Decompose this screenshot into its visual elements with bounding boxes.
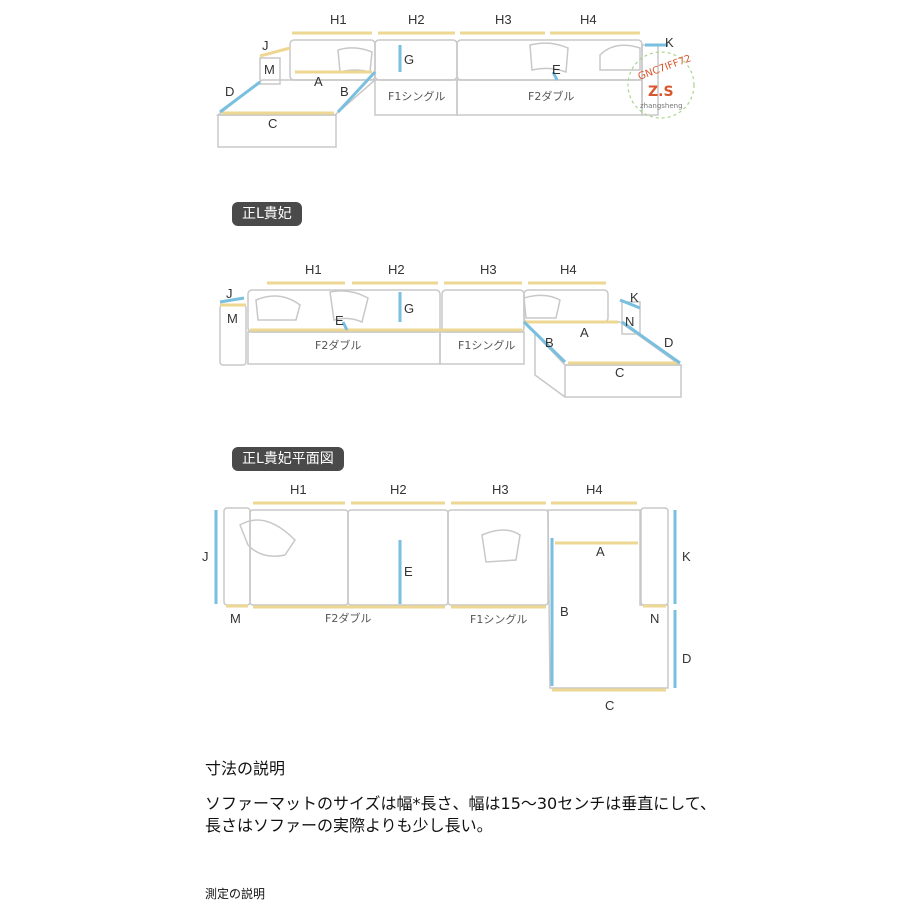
diagram-plan-view xyxy=(223,507,669,689)
label-f2: F2ダブル xyxy=(315,338,361,352)
watermark-brand: zhangsheng xyxy=(640,102,683,110)
label-e: E xyxy=(335,313,344,328)
label-e: E xyxy=(404,564,413,579)
label-k: K xyxy=(665,35,674,50)
label-m: M xyxy=(227,311,238,326)
label-a: A xyxy=(596,544,605,559)
label-n: N xyxy=(625,314,634,329)
label-d: D xyxy=(664,335,673,350)
label-h3: H3 xyxy=(492,482,509,497)
label-c: C xyxy=(268,116,277,131)
label-h1: H1 xyxy=(290,482,307,497)
label-h4: H4 xyxy=(586,482,603,497)
label-b: B xyxy=(545,335,554,350)
label-h2: H2 xyxy=(408,12,425,27)
diagram-plan-view-measures xyxy=(214,501,677,692)
diagram-reverse-l-measures xyxy=(219,31,668,115)
label-h2: H2 xyxy=(388,262,405,277)
label-f2: F2ダブル xyxy=(528,89,574,103)
label-a: A xyxy=(314,74,323,89)
label-b: B xyxy=(560,604,569,619)
label-n: N xyxy=(650,611,659,626)
diagram-l-chaise-measures xyxy=(219,281,681,365)
label-j: J xyxy=(202,549,209,564)
label-d: D xyxy=(682,651,691,666)
section-title-l-chaise-plan: 正L貴妃平面図 xyxy=(232,447,344,471)
label-f2: F2ダブル xyxy=(325,611,371,625)
label-f1: F1シングル xyxy=(388,89,445,103)
label-h1: H1 xyxy=(330,12,347,27)
label-h1: H1 xyxy=(305,262,322,277)
label-j: J xyxy=(262,38,269,53)
label-k: K xyxy=(630,290,639,305)
watermark-logo-text: Z.S xyxy=(648,84,674,100)
label-e: E xyxy=(552,62,561,77)
label-c: C xyxy=(615,365,624,380)
label-h4: H4 xyxy=(560,262,577,277)
label-f1: F1シングル xyxy=(470,612,527,626)
label-h3: H3 xyxy=(480,262,497,277)
label-c: C xyxy=(605,698,614,713)
diagram-l-chaise-labels: H1 H2 H3 H4 J M G E K N A B D C F2ダブル F1… xyxy=(226,262,673,380)
diagram-l-chaise xyxy=(219,289,683,398)
label-g: G xyxy=(404,301,414,316)
label-a: A xyxy=(580,325,589,340)
measurement-explanation-heading: 測定の説明 xyxy=(205,887,266,901)
label-k: K xyxy=(682,549,691,564)
label-d: D xyxy=(225,84,234,99)
label-m: M xyxy=(264,62,275,77)
label-h2: H2 xyxy=(390,482,407,497)
watermark-text: GNC7IFF72 xyxy=(637,53,693,82)
label-m: M xyxy=(230,611,241,626)
label-j: J xyxy=(226,286,233,301)
label-f1: F1シングル xyxy=(458,338,515,352)
label-g: G xyxy=(404,52,414,67)
dimension-explanation-heading: 寸法の説明 xyxy=(205,759,286,778)
diagram-reverse-l-labels: H1 H2 H3 H4 J M A B D C G E K F1シングル F2ダ… xyxy=(225,12,674,131)
label-b: B xyxy=(340,84,349,99)
section-title-l-chaise: 正L貴妃 xyxy=(232,202,302,226)
diagram-plan-view-labels: H1 H2 H3 H4 J E A K M N B D C F2ダブル F1シン… xyxy=(202,482,691,713)
watermark-logo: GNC7IFF72 Z.S zhangsheng xyxy=(627,51,695,119)
label-h4: H4 xyxy=(580,12,597,27)
dimension-explanation-body: ソファーマットのサイズは幅*長さ、幅は15～30センチは垂直にして、長さはソファ… xyxy=(205,794,716,835)
label-h3: H3 xyxy=(495,12,512,27)
